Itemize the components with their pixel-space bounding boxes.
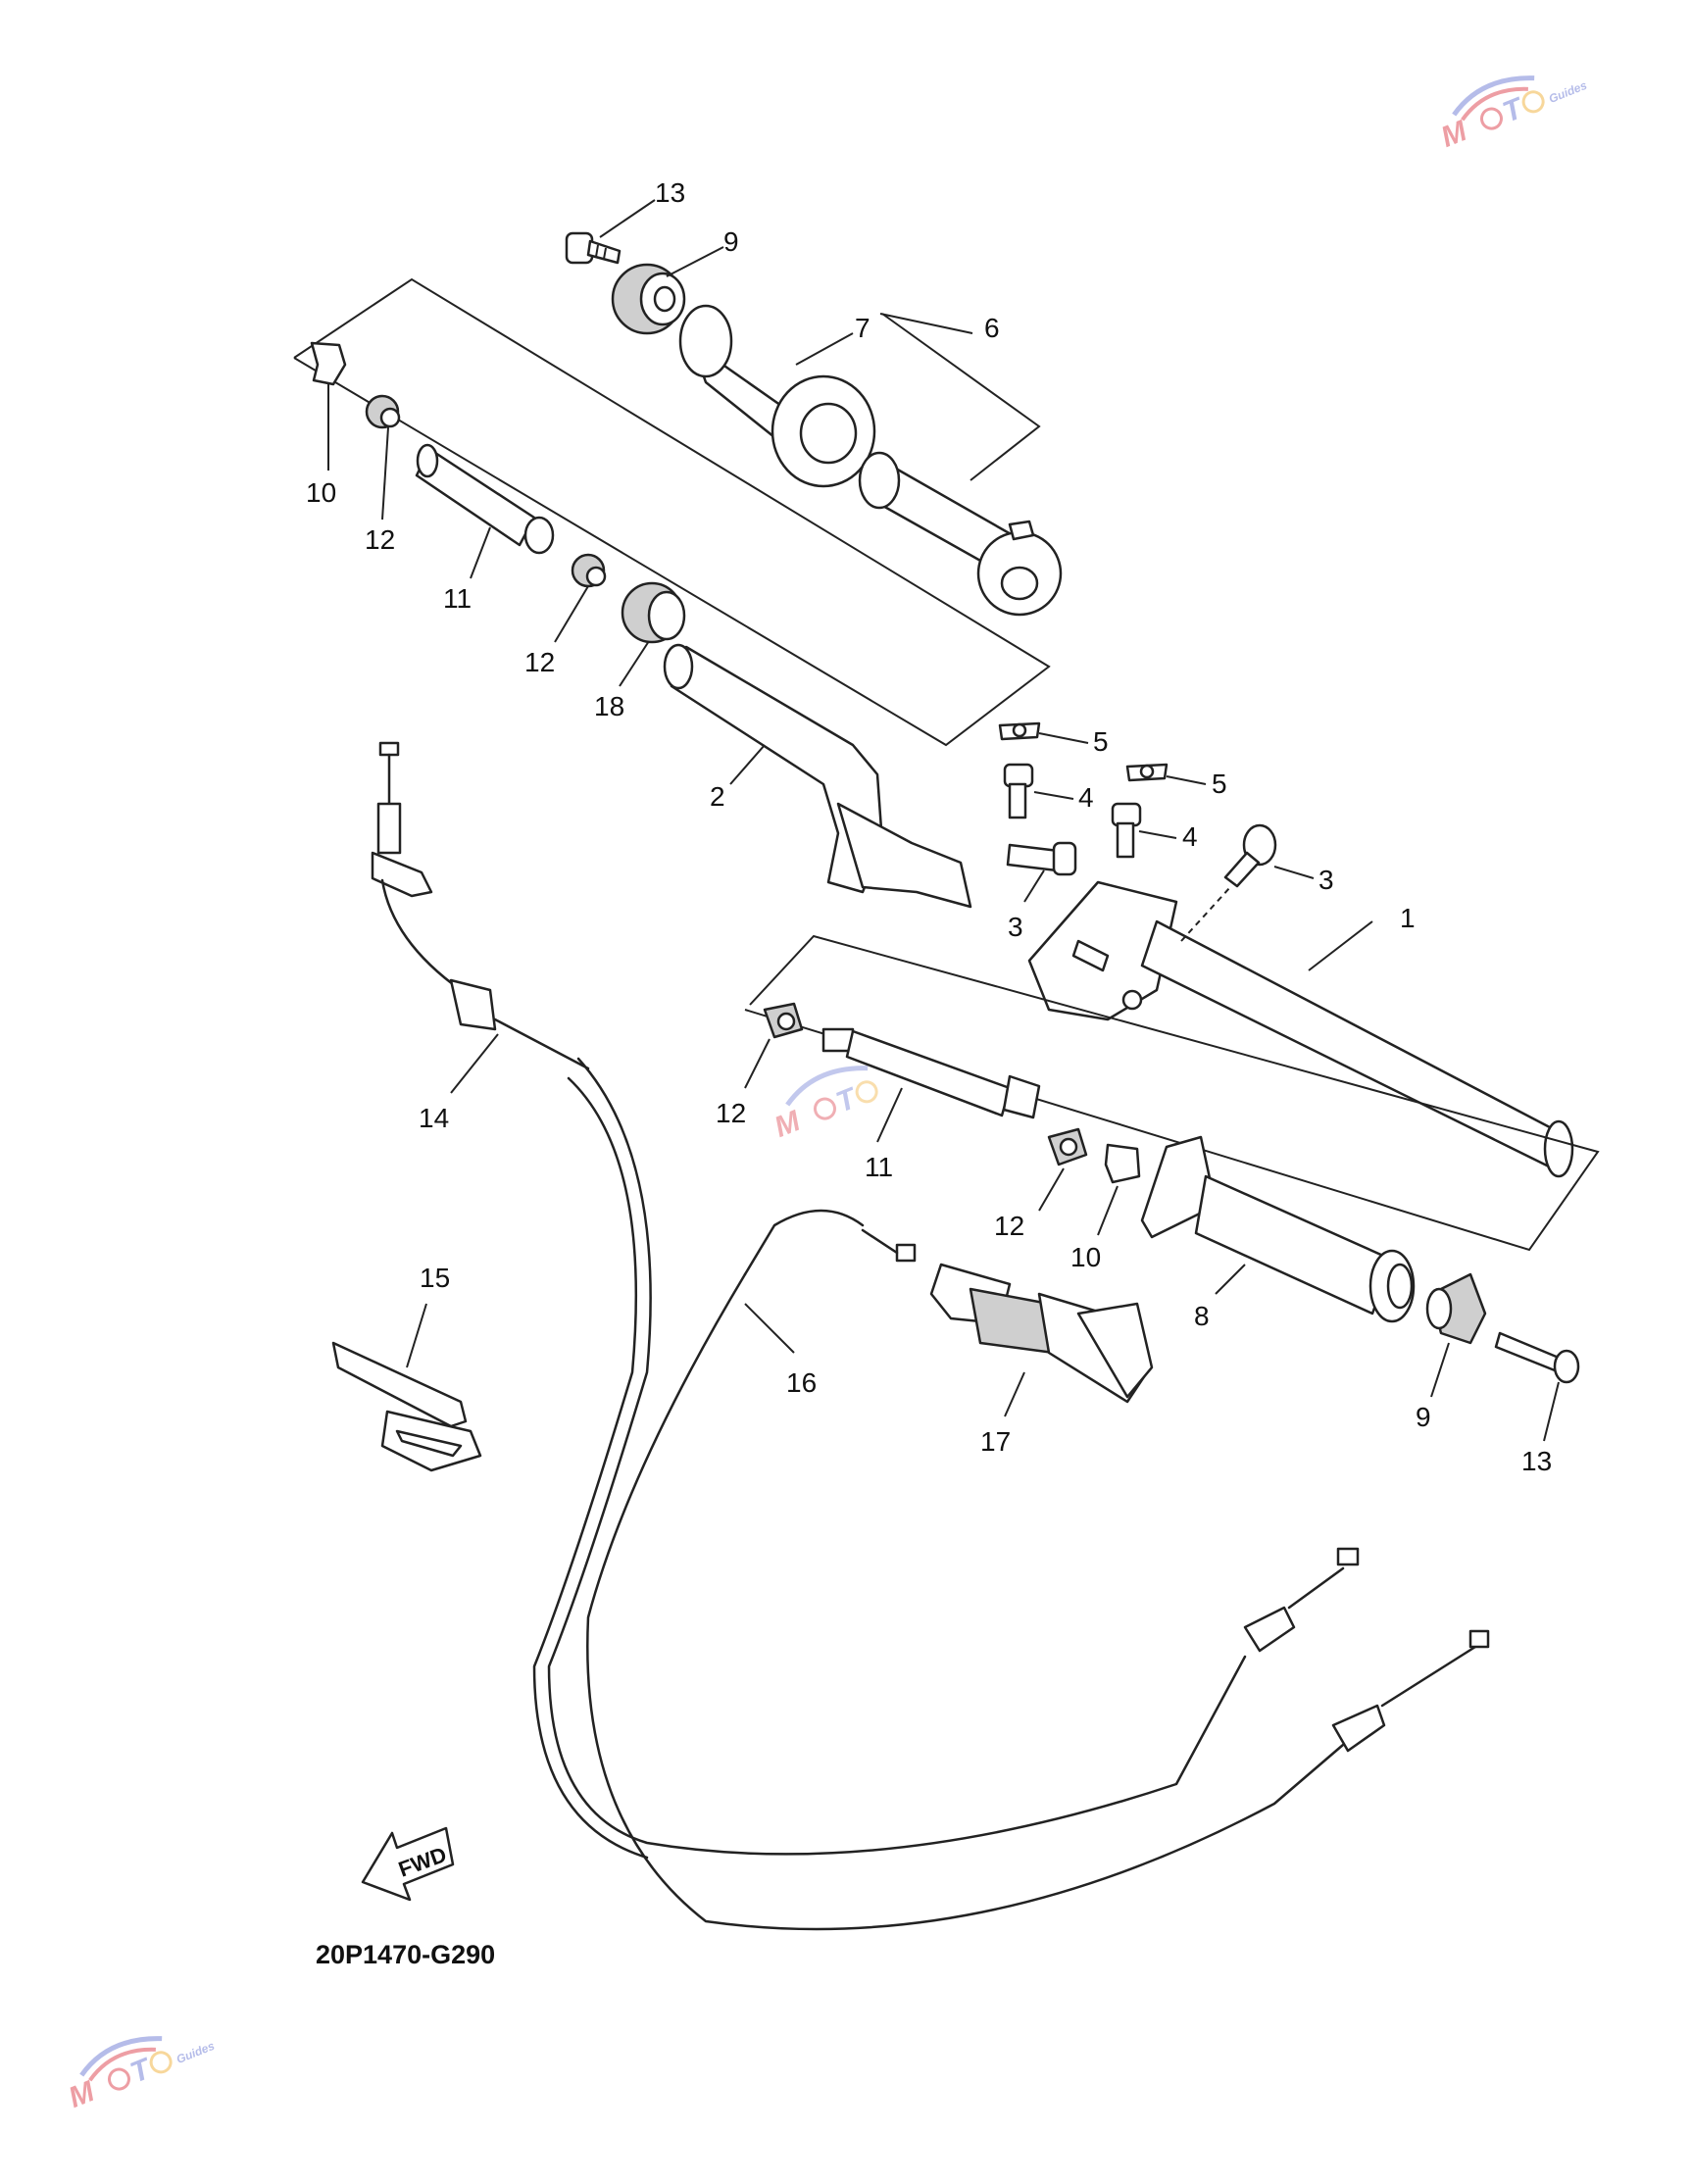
callout-labels: 13 9 7 6 10 12 11 12 18 2 5 4 5 4 3 3 1 … [306, 177, 1552, 1476]
throttle-housing-17 [929, 1263, 1154, 1404]
gear-12-upper-b [571, 553, 607, 588]
callout-5-left: 5 [1093, 726, 1109, 757]
grip-end-9-upper [611, 263, 686, 335]
svg-text:Guides: Guides [1547, 78, 1589, 106]
watermark-logo-top: M T Guides [1436, 75, 1589, 154]
callout-7: 7 [855, 313, 870, 343]
cable-guide-11-lower [821, 1027, 1041, 1119]
callout-3-center: 3 [1008, 912, 1023, 942]
bolt-13-lower [1494, 1331, 1580, 1384]
gear-12-upper-a [365, 394, 401, 429]
callout-12-top-b: 12 [524, 647, 555, 677]
clip-10-upper [310, 341, 347, 386]
svg-text:M: M [770, 1105, 805, 1144]
bolt-13-upper [565, 231, 622, 265]
upper-group-bracket [293, 277, 1051, 747]
diagram-code: 20P1470-G290 [316, 1940, 495, 1969]
callout-leaders [327, 199, 1560, 1442]
bolt-3-center [1006, 841, 1077, 876]
holder-dashed-guide [1180, 886, 1231, 942]
callout-14: 14 [419, 1103, 449, 1133]
svg-text:M: M [64, 2075, 99, 2114]
callout-12-top-a: 12 [365, 524, 395, 555]
callout-8: 8 [1194, 1301, 1210, 1331]
cable-guide-11-upper [415, 443, 555, 555]
cap-5-right [1125, 763, 1169, 782]
handlebar-2 [663, 643, 972, 909]
callout-13-top: 13 [655, 177, 685, 208]
callout-15: 15 [420, 1263, 450, 1293]
callout-11-top: 11 [443, 583, 472, 614]
svg-text:M: M [1436, 115, 1471, 154]
callout-12-lower-b: 12 [994, 1211, 1024, 1241]
throttle-grip-7 [678, 304, 876, 488]
grip-6-lower [858, 451, 1063, 617]
callout-10-top: 10 [306, 477, 336, 508]
grip-end-9-lower [1425, 1272, 1487, 1345]
bolt-4-right [1111, 802, 1142, 859]
throttle-cable-14 [371, 741, 1360, 1860]
throttle-cable-16 [586, 1209, 1490, 1931]
callout-9-top: 9 [723, 226, 739, 257]
callout-11-lower: 11 [865, 1152, 893, 1182]
gear-12-lower-b [1047, 1127, 1088, 1166]
cap-5-left [998, 721, 1041, 741]
watermark-logo-middle: M T [770, 1066, 878, 1144]
callout-3-right: 3 [1318, 865, 1334, 895]
callout-2: 2 [710, 781, 725, 812]
grip-8 [1140, 1135, 1416, 1323]
handlebar-holder-1 [1027, 880, 1574, 1178]
callout-18: 18 [594, 691, 624, 721]
callout-16: 16 [786, 1367, 817, 1398]
svg-text:Guides: Guides [174, 2039, 217, 2066]
grip-set-bracket [881, 313, 1041, 481]
watermark-logo-bottom: M T Guides [64, 2036, 217, 2114]
clip-10-lower [1104, 1143, 1141, 1184]
callout-9-lower: 9 [1416, 1402, 1431, 1432]
callout-12-lower-a: 12 [716, 1098, 746, 1128]
callout-4-left: 4 [1078, 782, 1094, 813]
callout-5-right: 5 [1212, 769, 1227, 799]
callout-1: 1 [1400, 903, 1416, 933]
fwd-arrow: FWD [361, 1826, 455, 1902]
callout-4-right: 4 [1182, 821, 1198, 852]
bolt-4-left [1003, 763, 1034, 819]
callout-17: 17 [980, 1426, 1011, 1457]
callout-6: 6 [984, 313, 1000, 343]
bolt-3-right [1223, 823, 1277, 888]
cable-holder-15 [331, 1341, 482, 1472]
gear-12-lower-a [763, 1002, 804, 1039]
lower-group-bracket [744, 934, 1600, 1252]
callout-13-lower: 13 [1521, 1446, 1552, 1476]
callout-10-lower: 10 [1070, 1242, 1101, 1272]
collar-18 [621, 581, 686, 644]
